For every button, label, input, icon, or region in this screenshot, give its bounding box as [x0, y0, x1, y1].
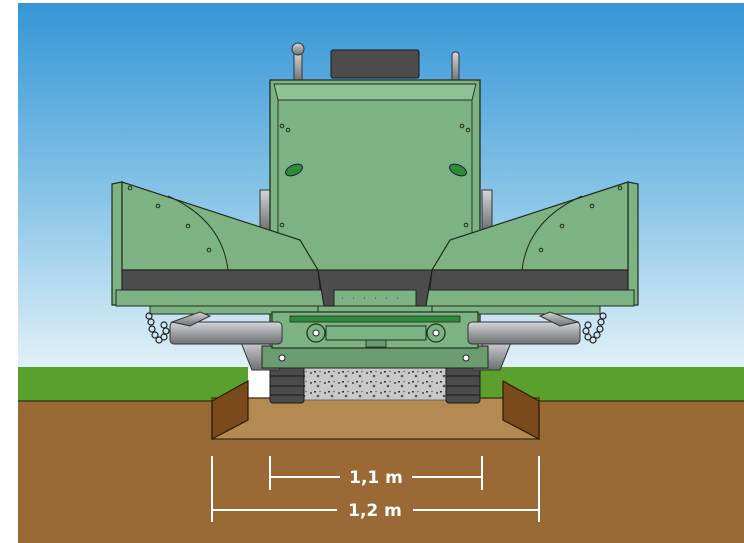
trench-floor	[211, 397, 540, 440]
hopper-center	[317, 269, 433, 307]
trench-wall-left	[211, 379, 249, 440]
gravel-layer	[295, 367, 453, 401]
outer-width-label: 1,2 m	[348, 501, 402, 521]
engine-hood-top	[330, 49, 420, 79]
chain-right	[582, 312, 607, 344]
trench-wall-right	[502, 379, 540, 440]
ground	[18, 367, 744, 543]
chain-left	[145, 312, 170, 344]
track-right	[445, 365, 481, 404]
push-rollers	[306, 323, 446, 343]
hydraulic-cylinder-right	[467, 311, 581, 345]
inner-width-label: 1,1 m	[349, 468, 403, 488]
grass-left	[18, 367, 248, 402]
track-left	[269, 365, 305, 404]
undercarriage	[239, 339, 513, 371]
hydraulic-cylinder-left	[169, 311, 283, 345]
dimension-outer	[211, 456, 540, 522]
dimension-inner	[269, 456, 483, 490]
headlight-left	[285, 163, 303, 177]
headlight-right	[449, 163, 467, 177]
exhaust-pipes	[291, 42, 460, 83]
hopper-wing-left	[111, 181, 327, 315]
hopper-wing-right	[423, 181, 639, 315]
